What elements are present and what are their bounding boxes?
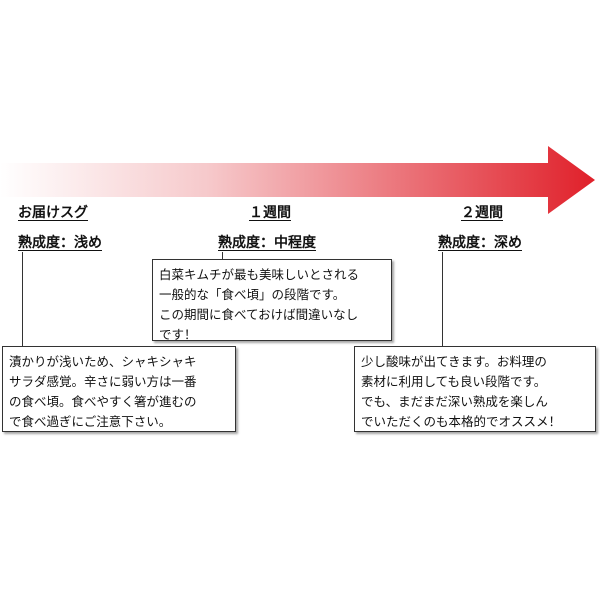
stage-1-note-line: サラダ感覚。辛さに弱い方は一番 — [9, 374, 197, 389]
stage-2-note-line: です！ — [159, 327, 197, 342]
stage-3-note-line: でも、まだまだ深い熟成を楽しん — [361, 394, 548, 409]
stage-2-note-line: 白菜キムチが最も美味しいとされる — [159, 267, 360, 282]
stage-3-note-line: 少し酸味が出てきます。お料理の — [361, 354, 547, 369]
stage-3-maturity: 熟成度：深め — [438, 235, 522, 251]
stage-1-note-line: で食べ過ぎにご注意下さい。 — [9, 414, 172, 429]
stage-1-title: お届けスグ — [18, 205, 88, 221]
stage-1-note-line: 漬かりが浅いため、シャキシャキ — [9, 354, 197, 369]
stage-1-note: 漬かりが浅いため、シャキシャキ サラダ感覚。辛さに弱い方は一番 の食べ頃。食べや… — [2, 346, 236, 432]
stage-1-note-line: の食べ頃。食べやすく箸が進むの — [9, 394, 197, 409]
stage-2-note-line: この期間に食べておけば間違いなし — [159, 307, 359, 322]
stage-2-maturity: 熟成度：中程度 — [218, 235, 316, 251]
stage-3-title: ２週間 — [461, 205, 503, 221]
timeline-arrow-shape — [0, 146, 595, 214]
stage-3-note: 少し酸味が出てきます。お料理の 素材に利用しても良い段階です。 でも、まだまだ深… — [354, 346, 596, 432]
stage-2-note: 白菜キムチが最も美味しいとされる 一般的な「食べ頃」の段階です。 この期間に食べ… — [152, 259, 392, 342]
timeline-arrow — [0, 146, 595, 214]
stage-2-note-line: 一般的な「食べ頃」の段階です。 — [159, 287, 346, 302]
stage-3-note-line: 素材に利用しても良い段階です。 — [361, 374, 547, 389]
stage-1-maturity: 熟成度：浅め — [18, 235, 102, 251]
stage-3-connector — [442, 252, 443, 347]
stage-2-title: １週間 — [249, 205, 291, 221]
stage-2-connector — [222, 252, 223, 260]
stage-1-connector — [22, 252, 23, 347]
stage-3-note-line: でいただくのも本格的でオススメ！ — [361, 414, 562, 429]
